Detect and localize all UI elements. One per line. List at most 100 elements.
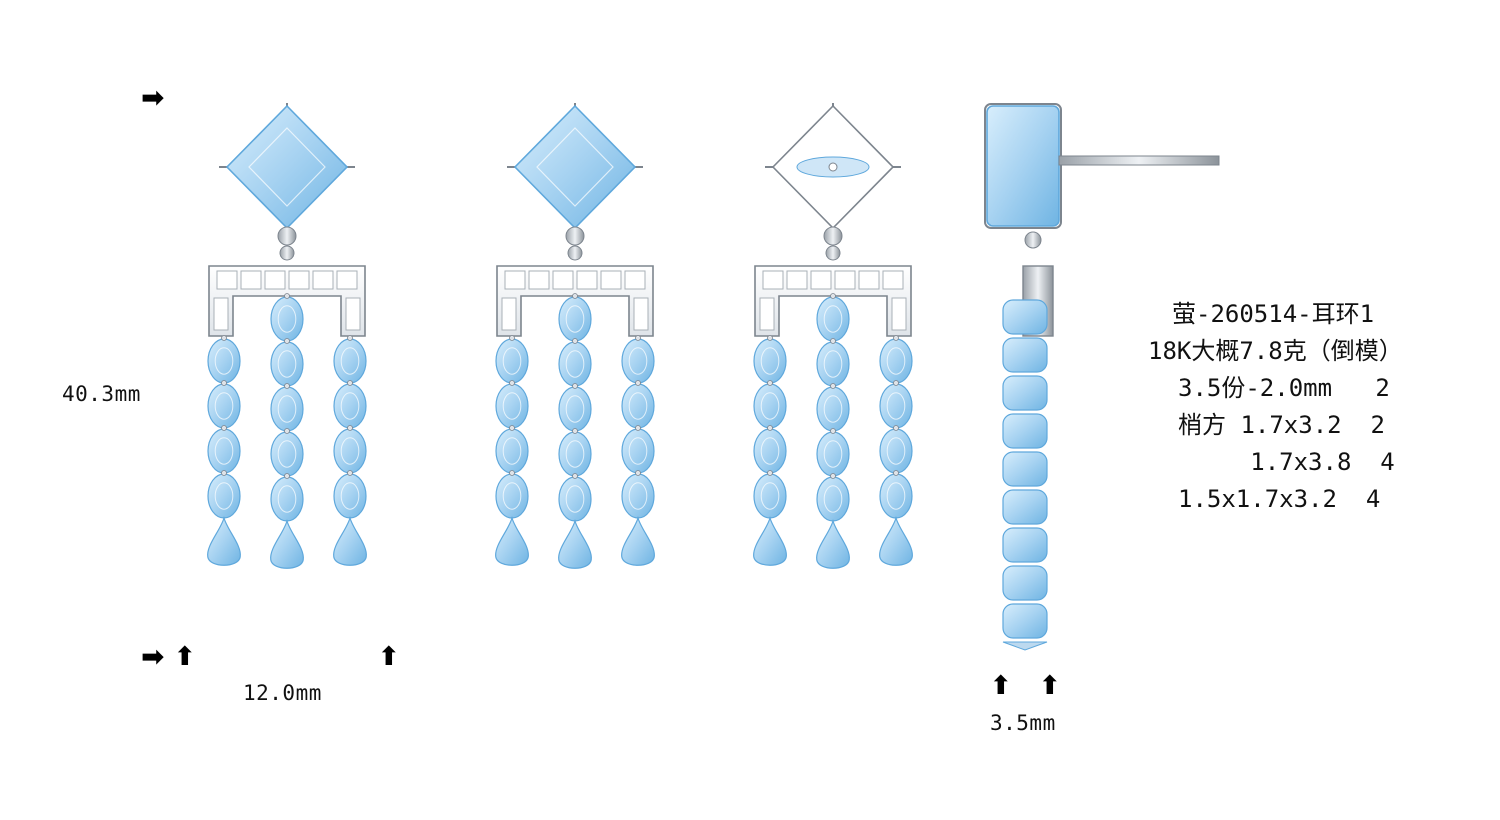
oval-stone-facet <box>760 392 780 420</box>
oval-stone-body <box>879 338 913 384</box>
oval-stone <box>333 470 367 519</box>
oval-stone <box>879 335 913 384</box>
oval-stone <box>207 335 241 384</box>
oval-stone-facet <box>277 440 297 468</box>
link-ring <box>823 226 843 246</box>
oval-stone-body <box>816 476 850 522</box>
oval-stone-body <box>558 296 592 342</box>
oval-stone <box>558 338 592 387</box>
right-arrow-icon: ➡ <box>141 81 165 114</box>
link-ring <box>277 226 297 246</box>
oval-stone-body <box>495 428 529 474</box>
oval-stone-facet <box>277 350 297 378</box>
stone-link <box>509 425 515 431</box>
oval-stone-body <box>207 428 241 474</box>
baguette-stone <box>810 270 832 290</box>
ear-post <box>1058 155 1220 166</box>
side-stone-strand <box>1002 527 1048 563</box>
oval-stone-body <box>333 383 367 429</box>
oval-stone <box>558 473 592 522</box>
oval-stone-facet <box>760 437 780 465</box>
oval-stone-body <box>621 428 655 474</box>
oval-stone-facet <box>565 350 585 378</box>
oval-stone <box>495 335 529 384</box>
oval-stone <box>270 383 304 432</box>
stone-link <box>893 335 899 341</box>
side-stone-strand <box>1002 299 1048 335</box>
spec-line-stone-round: 3.5份-2.0mm 2 <box>1178 374 1390 402</box>
oval-stone-body <box>816 296 850 342</box>
stone-link <box>572 383 578 389</box>
oval-stone-facet <box>214 392 234 420</box>
stone-link <box>830 383 836 389</box>
oval-stone-facet <box>886 347 906 375</box>
side-stone-strand <box>1002 603 1048 639</box>
baguette-stone <box>336 270 358 290</box>
stone-link <box>284 293 290 299</box>
oval-stone <box>207 425 241 474</box>
square-stone-facet <box>536 127 614 207</box>
oval-stone-facet <box>214 482 234 510</box>
oval-stone-body <box>270 296 304 342</box>
oval-stone-facet <box>214 437 234 465</box>
pear-stone <box>333 515 367 566</box>
up-arrow-icon: ⬆ <box>1039 671 1061 701</box>
link-ring <box>567 245 583 261</box>
oval-stone <box>270 293 304 342</box>
baguette-stone <box>600 270 622 290</box>
stone-link <box>767 380 773 386</box>
oval-stone <box>621 335 655 384</box>
baguette-stone <box>786 270 808 290</box>
oval-stone <box>270 473 304 522</box>
baguette-stone <box>264 270 286 290</box>
oval-stone-body <box>207 338 241 384</box>
oval-stone-facet <box>565 305 585 333</box>
stone-link <box>830 473 836 479</box>
oval-stone-facet <box>502 392 522 420</box>
oval-stone <box>753 335 787 384</box>
baguette-stone <box>858 270 880 290</box>
stone-link <box>347 380 353 386</box>
oval-stone <box>207 470 241 519</box>
stone-link <box>572 293 578 299</box>
link-ring <box>1024 231 1042 249</box>
stone-link <box>347 470 353 476</box>
oval-stone <box>270 428 304 477</box>
oval-stone <box>879 425 913 474</box>
stone-link <box>221 380 227 386</box>
oval-stone-body <box>333 338 367 384</box>
spec-line-stone-oval-b: 1.7x3.8 4 <box>1178 448 1395 476</box>
stone-link <box>347 335 353 341</box>
oval-stone <box>753 425 787 474</box>
up-arrow-icon: ⬆ <box>174 642 196 672</box>
oval-stone-body <box>816 386 850 432</box>
oval-stone-body <box>495 383 529 429</box>
stone-link <box>509 380 515 386</box>
oval-stone-facet <box>277 395 297 423</box>
oval-stone-body <box>558 386 592 432</box>
stone-link <box>221 470 227 476</box>
baguette-stone <box>891 297 907 331</box>
baguette-stone <box>504 270 526 290</box>
depth-dimension-label: 3.5mm <box>990 711 1056 735</box>
stone-link <box>572 473 578 479</box>
pear-stone <box>558 518 592 569</box>
stone-link <box>509 335 515 341</box>
pear-stone <box>207 515 241 566</box>
side-stone-strand <box>1002 565 1048 601</box>
stone-link <box>572 338 578 344</box>
oval-stone-body <box>879 428 913 474</box>
right-arrow-icon: ➡ <box>141 640 165 673</box>
oval-stone <box>333 425 367 474</box>
oval-stone-facet <box>340 482 360 510</box>
oval-stone <box>753 470 787 519</box>
post-hole <box>828 162 838 172</box>
side-stone-strand <box>1002 413 1048 449</box>
stone-link <box>347 425 353 431</box>
stone-link <box>572 428 578 434</box>
side-stone-strand <box>1002 489 1048 525</box>
oval-stone-facet <box>628 437 648 465</box>
stone-link <box>284 338 290 344</box>
oval-stone-body <box>621 338 655 384</box>
